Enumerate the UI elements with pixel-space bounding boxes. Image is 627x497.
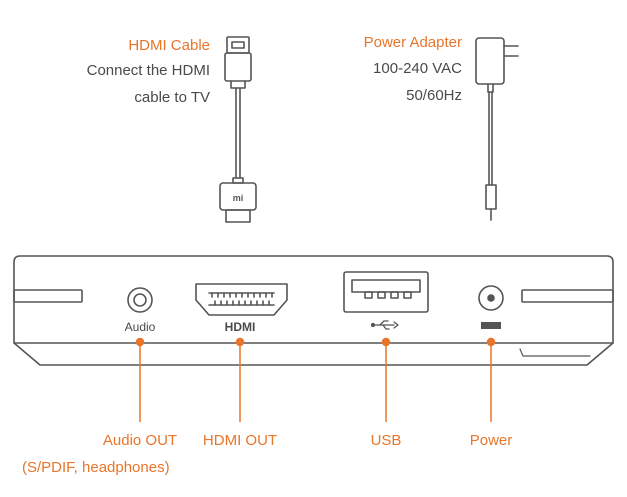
callout-audio-out: Audio OUT <box>102 432 178 449</box>
power-adapter-spec-line1: 100-240 VAC <box>373 60 462 77</box>
power-adapter-icon <box>475 37 519 221</box>
audio-port-label: Audio <box>124 320 156 334</box>
callout-hdmi-out: HDMI OUT <box>202 432 278 449</box>
device-body <box>13 255 614 366</box>
usb-port-icon <box>343 271 429 313</box>
hdmi-cable-title: HDMI Cable <box>128 37 210 54</box>
callout-lines <box>135 337 496 422</box>
mi-logo: mi <box>233 193 244 203</box>
hdmi-cable-icon <box>219 36 257 223</box>
audio-port-icon <box>127 287 153 313</box>
dc-power-icon <box>481 322 501 329</box>
callout-power: Power <box>469 432 513 449</box>
callout-audio-out-detail: (S/PDIF, headphones) <box>22 459 170 476</box>
power-port-icon <box>478 285 504 311</box>
hdmi-cable-desc-line2: cable to TV <box>134 89 210 106</box>
callout-usb: USB <box>370 432 402 449</box>
power-adapter-spec-line2: 50/60Hz <box>406 87 462 104</box>
hdmi-port-icon <box>195 283 288 316</box>
hdmi-cable-desc-line1: Connect the HDMI <box>86 62 210 79</box>
power-adapter-title: Power Adapter <box>363 34 462 51</box>
usb-icon <box>370 320 399 330</box>
hdmi-port-label: HDMI <box>224 320 256 334</box>
